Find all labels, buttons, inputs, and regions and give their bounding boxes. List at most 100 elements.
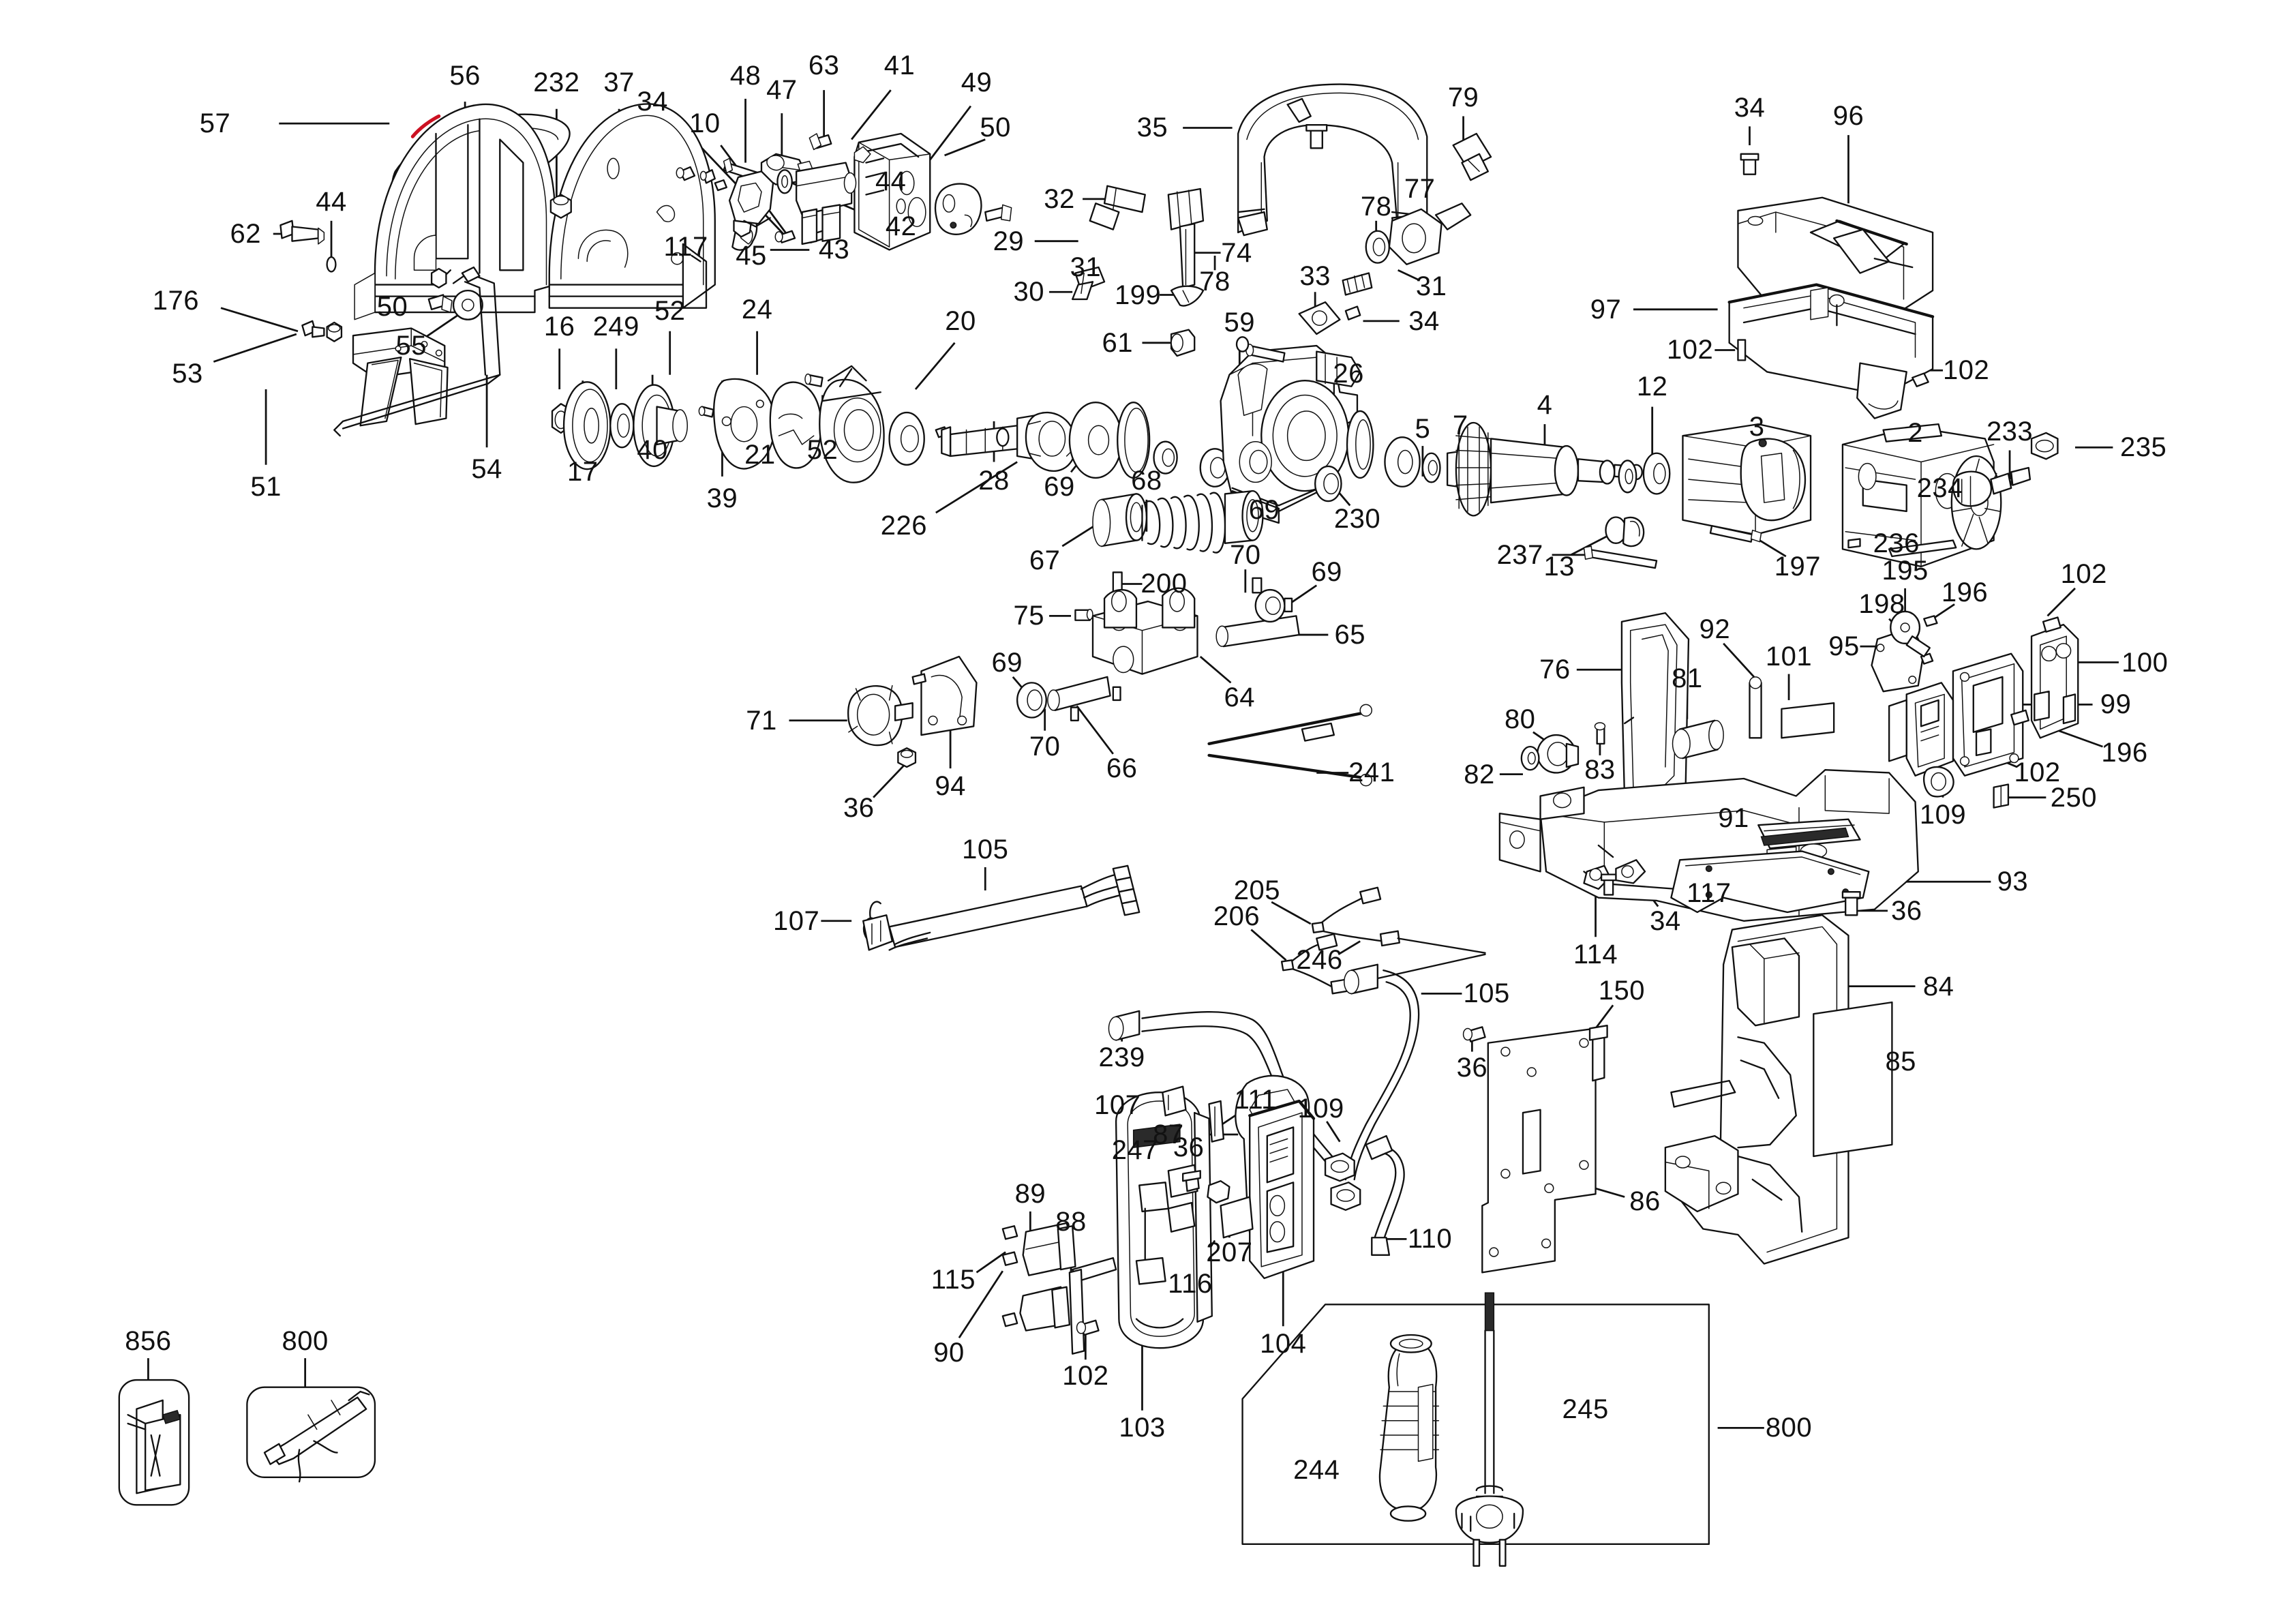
part-36-screw-gasket [1841,891,1861,916]
part-17-flange [562,381,611,470]
callout-99: 99 [2100,689,2132,720]
callout-61: 61 [1102,327,1133,358]
callout-102: 102 [1666,335,1714,365]
callout-116: 116 [1168,1269,1213,1299]
leader-20 [914,342,956,390]
part-28-oring [1117,402,1151,479]
part-52-pin-b [888,411,949,466]
callout-57: 57 [199,108,231,139]
part-102-screw-c [1076,1319,1100,1336]
part-105-hose-b [1344,969,1420,1181]
part-94-plate [911,655,978,736]
callout-32: 32 [1044,183,1075,214]
callout-51: 51 [250,471,282,502]
part-234-brush-holder [1952,470,1993,507]
callout-48: 48 [729,60,761,91]
callout-176: 176 [152,286,200,316]
leader-55 [425,311,463,338]
part-71-knob [847,685,913,747]
part-226-spindle-housing [819,365,885,483]
part-249-washer [609,403,635,449]
callout-10: 10 [689,108,721,139]
part-52-pin-a [698,406,714,418]
callout-246: 246 [1296,945,1343,976]
callout-47: 47 [766,75,798,106]
callout-13: 13 [1543,551,1575,582]
callout-34: 34 [637,87,668,117]
part-81-bushing [1672,719,1724,760]
callout-43: 43 [818,235,850,265]
leader-109 [1326,1121,1341,1143]
callout-83: 83 [1584,755,1616,785]
part-86-mount-plate [1481,1027,1597,1274]
part-101-label [1781,702,1835,739]
callout-196: 196 [1941,577,1989,608]
callout-76: 76 [1539,655,1571,685]
part-109-hose-nuts [1324,1152,1361,1211]
part-244-cartridge [1378,1334,1440,1522]
callout-77: 77 [1404,173,1436,204]
part-111-pin [1208,1100,1225,1143]
callout-52: 52 [654,295,686,326]
leader-50 [944,138,986,157]
callout-78: 78 [1199,267,1230,297]
part-69-bushing-a [1153,440,1178,475]
callout-195: 195 [1882,556,1929,586]
callout-87: 87 [1153,1119,1184,1149]
callout-71: 71 [746,705,777,736]
callout-235: 235 [2120,432,2167,463]
callout-104: 104 [1260,1328,1307,1359]
part-105-harness [862,864,1141,951]
part-44-washer-b [776,169,793,194]
callout-109: 109 [1919,800,1967,830]
part-195-washer [1890,610,1931,658]
callout-36: 36 [1456,1052,1488,1083]
callout-33: 33 [1299,260,1331,291]
callout-80: 80 [1504,704,1536,734]
callout-205: 205 [1233,875,1280,906]
callout-197: 197 [1774,551,1821,582]
part-12-bearing [1642,452,1671,495]
callout-69: 69 [1311,557,1342,588]
inset-856-box [118,1379,190,1506]
leader-206 [1250,929,1287,961]
part-62-bolt [280,220,325,245]
part-245-power-cord [1455,1292,1524,1567]
callout-20: 20 [945,305,976,336]
callout-44: 44 [316,187,347,217]
inset-800-large-box [1241,1292,1710,1567]
part-56-guard-outer [354,103,556,320]
callout-207: 207 [1206,1237,1253,1267]
leader-226 [935,461,1018,514]
part-237-screw [1583,545,1658,569]
part-230-oring [1346,410,1374,479]
callout-54: 54 [471,454,502,485]
part-150-bolt [1588,1025,1608,1082]
leader-205 [1271,901,1312,925]
part-49-cap [934,183,982,235]
part-50-screw-b [427,294,453,313]
callout-2: 2 [1907,417,1923,448]
callout-196: 196 [2101,737,2148,768]
callout-199: 199 [1114,280,1162,310]
callout-41: 41 [883,50,916,80]
part-92-rod [1749,676,1762,739]
callout-49: 49 [961,67,993,98]
callout-42: 42 [885,211,917,242]
part-89-clamp [1022,1222,1076,1276]
callout-17: 17 [567,457,599,487]
callout-75: 75 [1013,601,1044,631]
part-250-key [1993,783,2010,809]
part-176-bolt [301,320,325,338]
callout-4: 4 [1537,390,1553,421]
part-13-brush-holders [1605,516,1645,547]
callout-34: 34 [1408,305,1440,336]
callout-117: 117 [663,232,708,262]
callout-52: 52 [806,435,839,466]
part-45-latch [728,170,774,228]
callout-250: 250 [2050,782,2097,813]
callout-103: 103 [1119,1413,1166,1443]
part-30-31-lever [1071,266,1106,301]
callout-800: 800 [1765,1413,1813,1443]
